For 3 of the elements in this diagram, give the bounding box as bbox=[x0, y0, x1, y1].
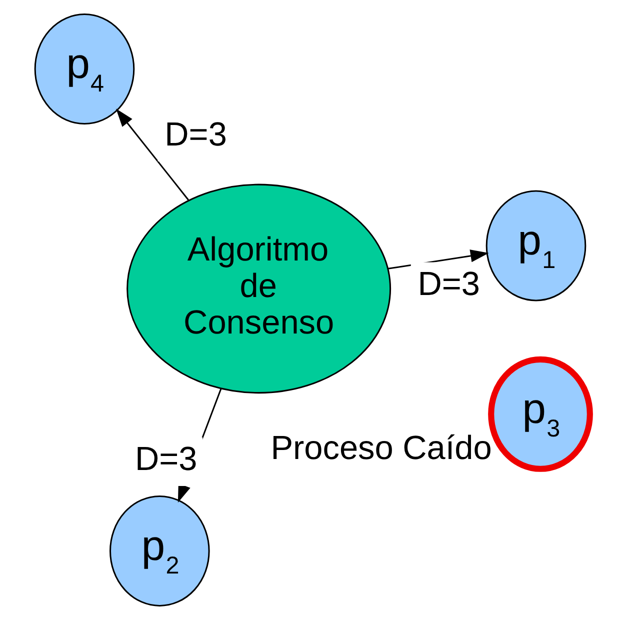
edge-label: D=3 bbox=[164, 116, 226, 154]
edge-label: D=3 bbox=[417, 266, 480, 304]
edge-label: D=3 bbox=[134, 441, 197, 478]
